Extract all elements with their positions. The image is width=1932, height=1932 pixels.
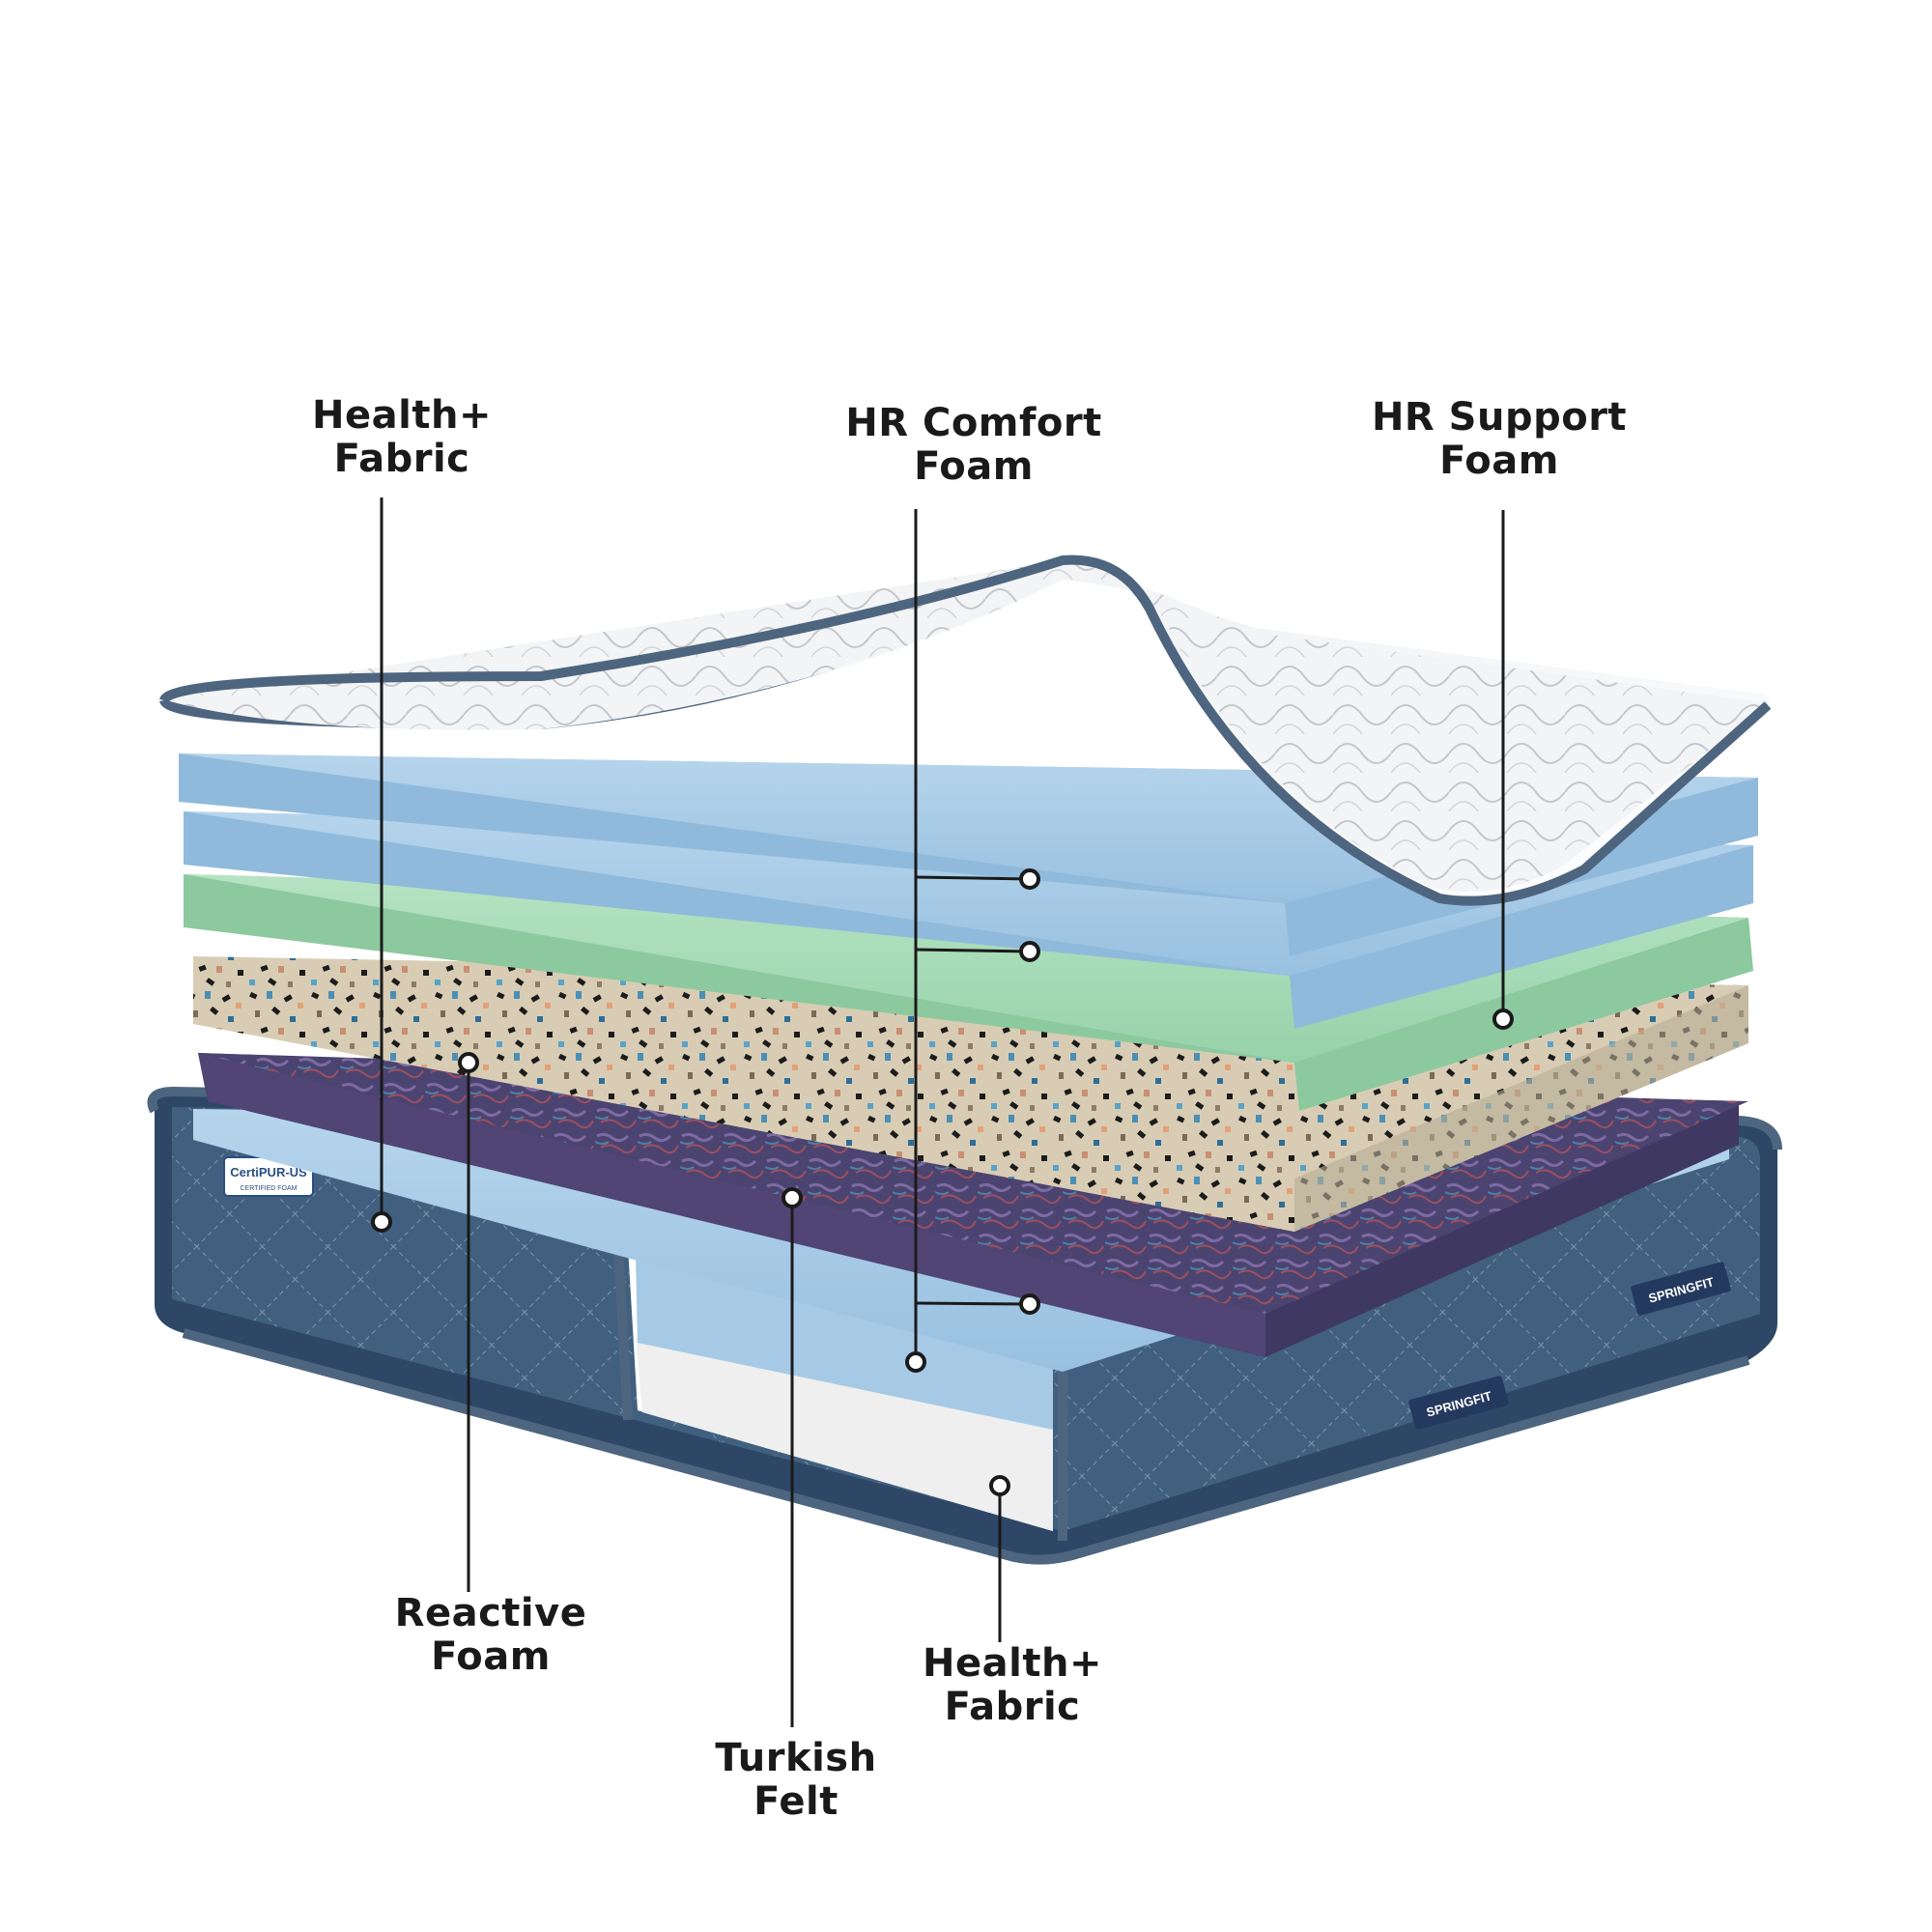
label-line: HR Comfort xyxy=(845,401,1102,445)
dot-hr-comfort-1 xyxy=(1019,868,1040,890)
label-line: HR Support xyxy=(1371,395,1628,440)
cutaway-foam-layer xyxy=(636,1256,1053,1430)
label-hr-support-foam: HR Support Foam xyxy=(1306,396,1692,483)
callout-dots xyxy=(371,868,1514,1496)
label-health-fabric-bottom: Health+ Fabric xyxy=(819,1642,1206,1729)
dot-fabric-bottom xyxy=(989,1475,1010,1496)
dot-hr-comfort-4 xyxy=(905,1351,926,1373)
badge-brand-center: SPRINGFIT xyxy=(1408,1376,1509,1430)
dot-reactive xyxy=(458,1052,479,1073)
leader-hr-comfort-branch-2 xyxy=(915,948,1031,953)
svg-text:CERTIFIED FOAM: CERTIFIED FOAM xyxy=(241,1185,298,1192)
badge-brand-right: SPRINGFIT xyxy=(1631,1262,1731,1316)
layer-top-fabric-cover xyxy=(159,554,1772,906)
dot-turkish xyxy=(781,1187,803,1208)
label-line: Health+ xyxy=(923,1641,1102,1686)
label-hr-comfort-foam: HR Comfort Foam xyxy=(781,402,1167,489)
label-line: Fabric xyxy=(333,437,470,481)
label-reactive-foam: Reactive Foam xyxy=(298,1592,684,1679)
label-health-fabric-top: Health+ Fabric xyxy=(209,394,595,481)
label-turkish-felt: Turkish Felt xyxy=(603,1737,989,1824)
leader-lines xyxy=(380,497,1505,1727)
label-line: Foam xyxy=(431,1634,551,1679)
svg-text:CertiPUR-US: CertiPUR-US xyxy=(230,1165,307,1179)
label-line: Foam xyxy=(914,444,1034,489)
badge-certipur: CertiPUR-US CERTIFIED FOAM xyxy=(223,1156,314,1197)
label-line: Turkish xyxy=(715,1736,877,1780)
dot-hr-comfort-2 xyxy=(1019,941,1040,962)
dot-fabric-top xyxy=(371,1211,392,1233)
label-line: Reactive xyxy=(394,1591,587,1635)
cutaway-fabric-layer xyxy=(636,1338,1053,1531)
leader-hr-comfort-branch-1 xyxy=(915,875,1031,881)
label-line: Fabric xyxy=(944,1685,1081,1729)
dot-hr-comfort-3 xyxy=(1019,1293,1040,1315)
label-line: Foam xyxy=(1439,439,1559,483)
label-line: Felt xyxy=(753,1779,838,1824)
dot-hr-support xyxy=(1492,1009,1514,1030)
label-line: Health+ xyxy=(312,393,492,438)
leader-hr-comfort-branch-3 xyxy=(915,1301,1031,1306)
